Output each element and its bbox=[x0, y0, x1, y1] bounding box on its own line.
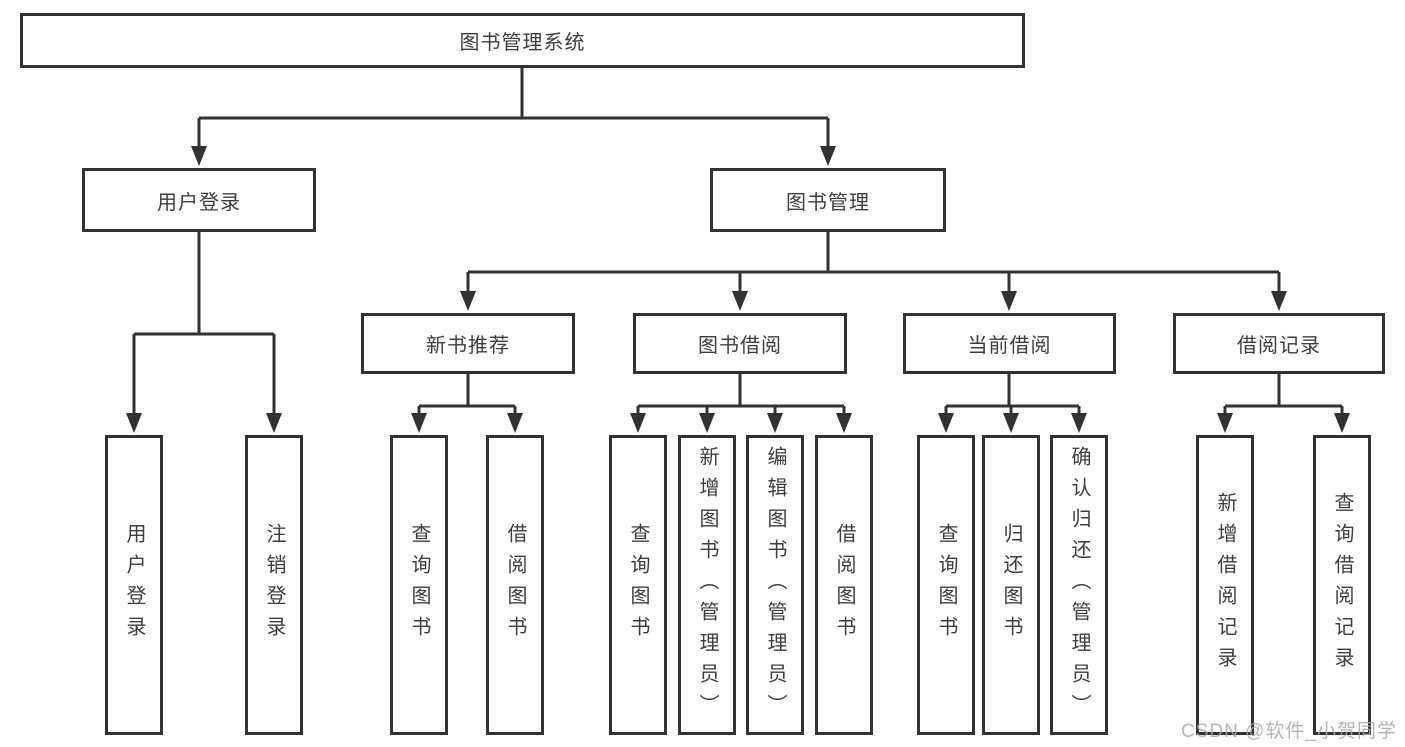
leaf-confirm-return-admin: 确认归还（管理员） bbox=[1050, 435, 1108, 735]
node-new-book-recommend: 新书推荐 bbox=[361, 313, 575, 374]
leaf-label: 查询图书 bbox=[408, 523, 430, 647]
leaf-query-books-current: 查询图书 bbox=[917, 435, 975, 735]
leaf-label: 归还图书 bbox=[1000, 523, 1022, 647]
leaf-return-book: 归还图书 bbox=[982, 435, 1040, 735]
leaf-query-books-recommend: 查询图书 bbox=[390, 435, 448, 735]
leaf-label: 查询借阅记录 bbox=[1331, 492, 1353, 678]
node-label: 用户登录 bbox=[157, 191, 241, 214]
node-borrowing-records: 借阅记录 bbox=[1173, 313, 1385, 374]
csdn-watermark: CSDN @软件_小贺同学 bbox=[1181, 721, 1397, 742]
leaf-label: 新增图书（管理员） bbox=[696, 445, 718, 725]
leaf-logout: 注销登录 bbox=[245, 435, 303, 735]
leaf-label: 用户登录 bbox=[123, 523, 145, 647]
node-book-management-system: 图书管理系统 bbox=[20, 13, 1025, 68]
leaf-label: 查询图书 bbox=[627, 523, 649, 647]
leaf-query-borrow-record: 查询借阅记录 bbox=[1313, 435, 1371, 735]
node-user-login: 用户登录 bbox=[82, 168, 316, 232]
node-book-borrowing: 图书借阅 bbox=[633, 313, 847, 374]
leaf-add-book-admin: 新增图书（管理员） bbox=[678, 435, 736, 735]
leaf-user-login: 用户登录 bbox=[105, 435, 163, 735]
leaf-label: 确认归还（管理员） bbox=[1068, 445, 1090, 725]
leaf-label: 注销登录 bbox=[263, 523, 285, 647]
node-current-borrowing: 当前借阅 bbox=[903, 313, 1116, 374]
leaf-add-borrow-record: 新增借阅记录 bbox=[1196, 435, 1254, 735]
node-label: 当前借阅 bbox=[967, 335, 1052, 357]
leaf-label: 查询图书 bbox=[935, 523, 957, 647]
leaf-label: 借阅图书 bbox=[504, 523, 526, 647]
leaf-borrow-books-recommend: 借阅图书 bbox=[486, 435, 544, 735]
leaf-query-books-borrowing: 查询图书 bbox=[609, 435, 667, 735]
node-label: 借阅记录 bbox=[1237, 335, 1321, 357]
leaf-edit-book-admin: 编辑图书（管理员） bbox=[746, 435, 804, 735]
node-label: 新书推荐 bbox=[426, 335, 510, 357]
leaf-borrow-books-borrowing: 借阅图书 bbox=[815, 435, 873, 735]
leaf-label: 借阅图书 bbox=[833, 523, 855, 647]
node-book-management: 图书管理 bbox=[710, 168, 946, 232]
node-label: 图书借阅 bbox=[698, 335, 782, 357]
node-label: 图书管理系统 bbox=[459, 32, 586, 54]
leaf-label: 编辑图书（管理员） bbox=[764, 445, 786, 725]
leaf-label: 新增借阅记录 bbox=[1214, 492, 1236, 678]
node-label: 图书管理 bbox=[786, 191, 870, 214]
